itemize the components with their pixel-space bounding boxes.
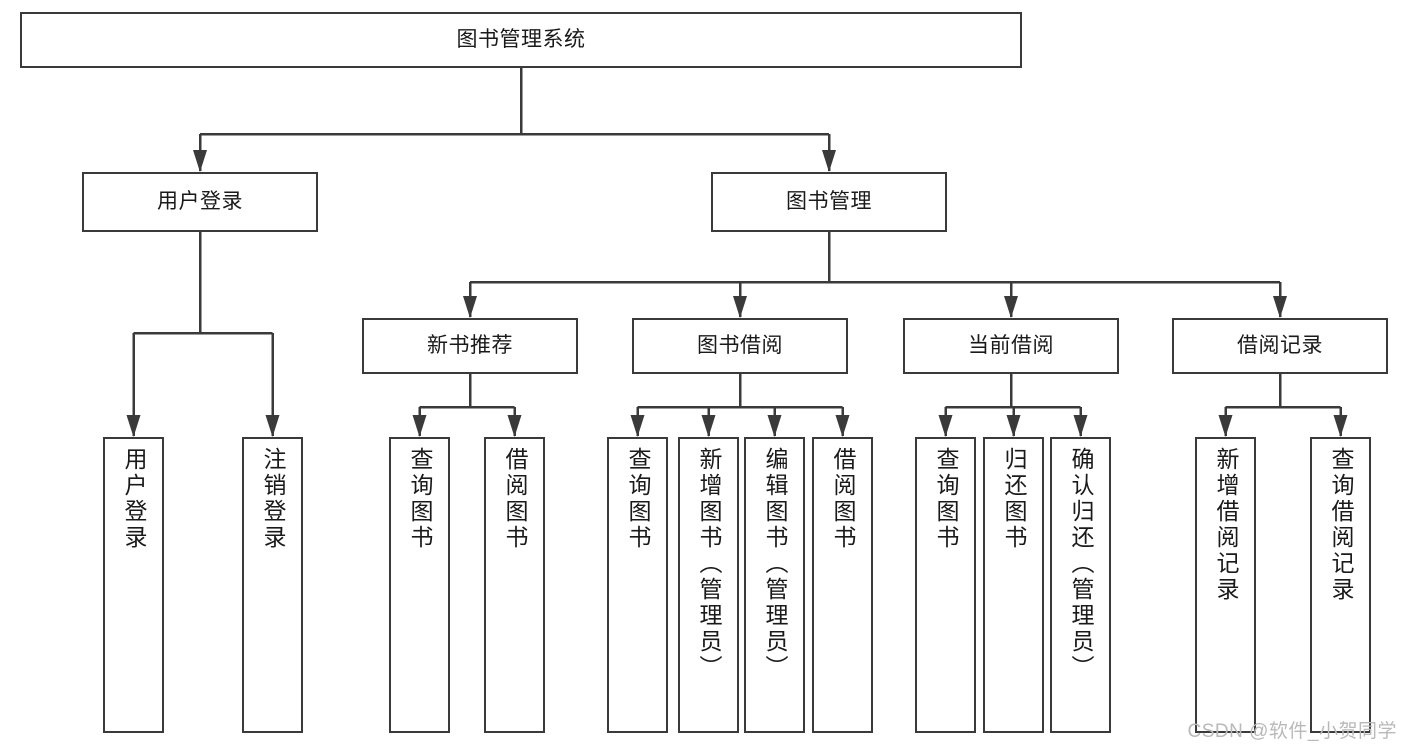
node-label: 新书推荐	[427, 333, 513, 357]
node-label: 用户登录	[157, 189, 243, 213]
node-leaf-cur-1[interactable]: 查询图书	[915, 437, 976, 733]
node-newbook[interactable]: 新书推荐	[362, 318, 578, 374]
node-label: 查询借阅记录	[1328, 447, 1354, 603]
node-leaf-cur-2[interactable]: 归还图书	[983, 437, 1044, 733]
node-label: 借阅图书	[502, 447, 528, 551]
node-label: 新增借阅记录	[1213, 447, 1239, 603]
node-label: 查询图书	[933, 447, 959, 551]
node-label: 归还图书	[1001, 447, 1027, 551]
node-leaf-login-1[interactable]: 用户登录	[103, 437, 164, 733]
node-login[interactable]: 用户登录	[82, 172, 318, 232]
node-label: 编辑图书（管理员）	[762, 447, 788, 681]
node-leaf-borrow-2[interactable]: 新增图书（管理员）	[678, 437, 739, 733]
node-leaf-new-1[interactable]: 查询图书	[389, 437, 450, 733]
node-label: 借阅记录	[1237, 333, 1323, 357]
node-current[interactable]: 当前借阅	[903, 318, 1119, 374]
node-leaf-borrow-1[interactable]: 查询图书	[607, 437, 668, 733]
node-label: 图书借阅	[697, 333, 783, 357]
node-leaf-borrow-3[interactable]: 编辑图书（管理员）	[744, 437, 805, 733]
node-leaf-cur-3[interactable]: 确认归还（管理员）	[1050, 437, 1111, 733]
node-records[interactable]: 借阅记录	[1172, 318, 1388, 374]
node-leaf-new-2[interactable]: 借阅图书	[484, 437, 545, 733]
node-root[interactable]: 图书管理系统	[20, 12, 1022, 68]
node-leaf-login-2[interactable]: 注销登录	[242, 437, 303, 733]
node-label: 查询图书	[625, 447, 651, 551]
node-leaf-rec-2[interactable]: 查询借阅记录	[1310, 437, 1371, 733]
node-bookmgmt[interactable]: 图书管理	[711, 172, 947, 232]
node-leaf-rec-1[interactable]: 新增借阅记录	[1195, 437, 1256, 733]
node-label: 查询图书	[407, 447, 433, 551]
node-label: 用户登录	[121, 447, 147, 551]
node-label: 确认归还（管理员）	[1068, 447, 1094, 681]
watermark: CSDN @软件_小贺同学	[1187, 721, 1397, 742]
node-leaf-borrow-4[interactable]: 借阅图书	[812, 437, 873, 733]
node-borrow[interactable]: 图书借阅	[632, 318, 848, 374]
node-label: 当前借阅	[968, 333, 1054, 357]
node-label: 图书管理系统	[456, 27, 586, 51]
node-label: 新增图书（管理员）	[696, 447, 722, 681]
node-label: 注销登录	[260, 447, 286, 551]
node-label: 借阅图书	[830, 447, 856, 551]
node-label: 图书管理	[786, 189, 872, 213]
